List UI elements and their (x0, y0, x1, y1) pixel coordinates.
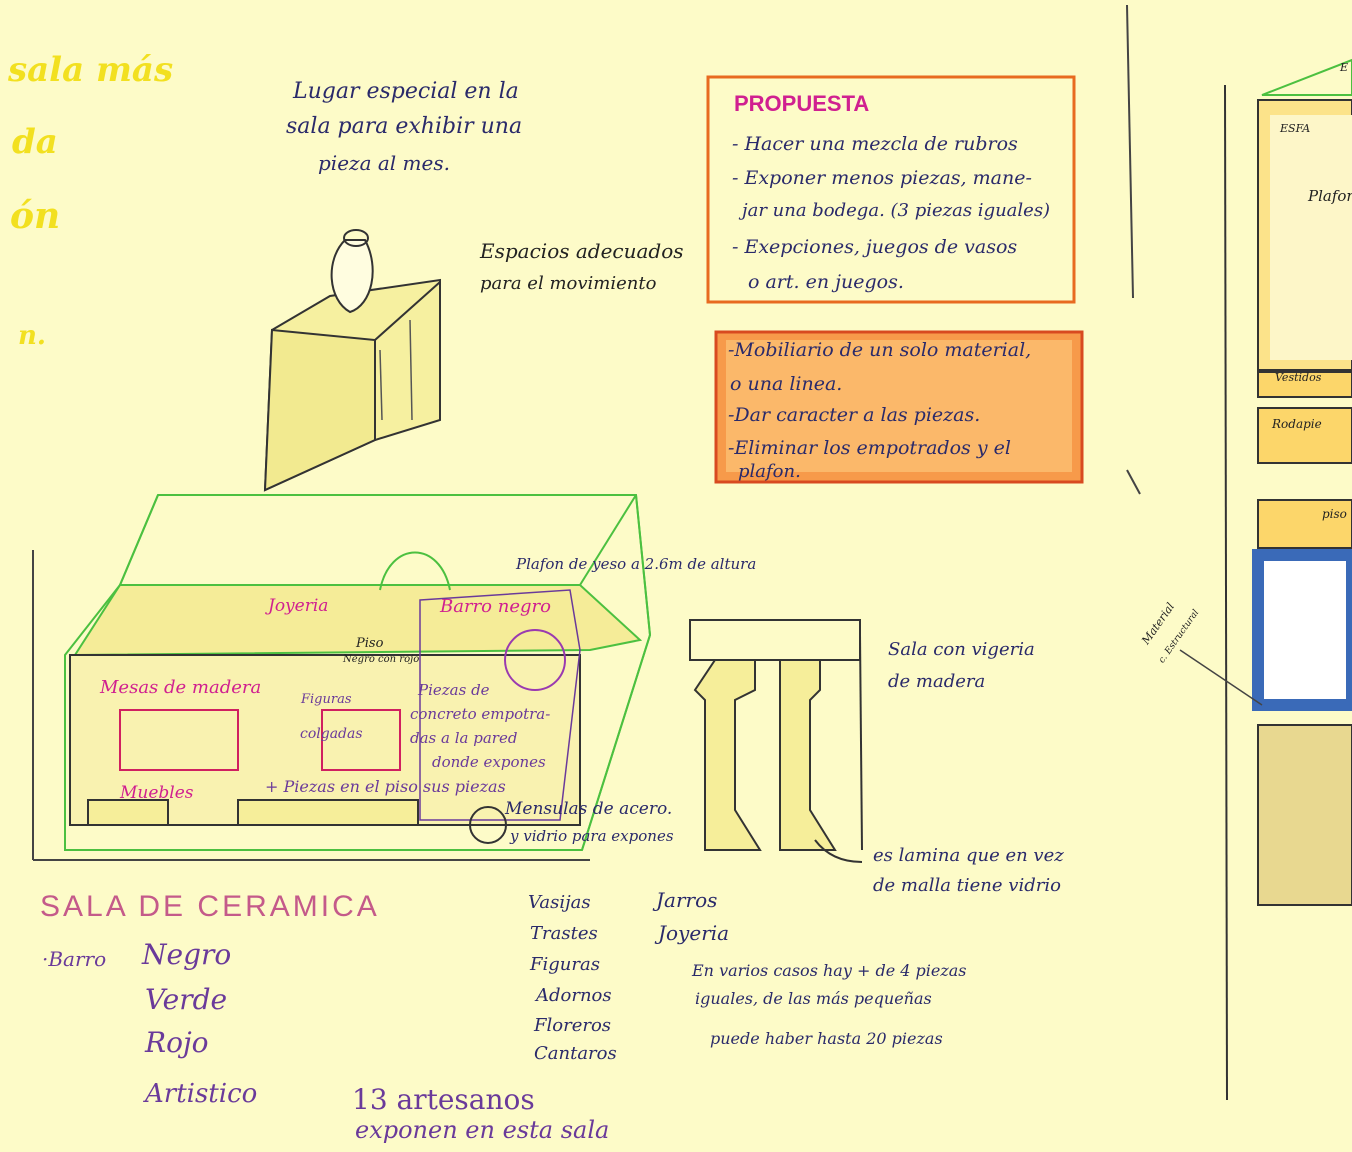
label-barro-negro: Barro negro (440, 596, 551, 617)
right-label-rodapie: Rodapie (1272, 417, 1322, 431)
barro-artistico: Artistico (145, 1079, 258, 1109)
propuesta-line-1: - Hacer una mezcla de rubros (732, 133, 1018, 155)
artesanos-1: 13 artesanos (352, 1083, 535, 1116)
mobiliario-line-3: -Dar caracter a las piezas. (728, 404, 981, 426)
label-piso-sub: Negro con rojo (343, 654, 420, 665)
propuesta-line-2: - Exponer menos piezas, mane- (732, 167, 1032, 189)
barro-verde: Verde (145, 983, 228, 1016)
mobiliario-line-5: plafon. (738, 461, 801, 482)
page-divider (1126, 4, 1134, 299)
note-spaces-line-2: para el movimiento (480, 273, 657, 294)
col2-item-1: Jarros (656, 888, 718, 912)
mobiliario-line-4: -Eliminar los empotrados y el (728, 437, 1011, 459)
artesanos-2: exponen en esta sala (355, 1116, 610, 1144)
right-label-plafon: Plafon (1308, 187, 1352, 205)
col1-item-1: Vasijas (528, 892, 591, 913)
pedestal-sketch (263, 229, 441, 492)
right-label-esfa: ESFA (1280, 122, 1311, 135)
label-mensulas-1: Mensulas de acero. (505, 799, 673, 819)
piezas-note-2: iguales, de las más pequeñas (695, 989, 932, 1008)
right-label-vestidos: Vestidos (1275, 371, 1322, 384)
label-mesas: Mesas de madera (100, 677, 262, 698)
col1-item-5: Floreros (534, 1015, 612, 1036)
right-label-e: E (1340, 61, 1349, 74)
sala-note-2: de madera (888, 671, 986, 692)
margin-text-3: ón (10, 195, 61, 237)
note-spaces-line-1: Espacios adecuados (480, 239, 684, 263)
barro-negro: Negro (142, 938, 232, 971)
label-piso: Piso (356, 636, 384, 651)
col2-item-2: Joyeria (658, 921, 730, 945)
right-label-piso: piso (1322, 507, 1347, 521)
col1-item-2: Trastes (530, 923, 598, 944)
margin-text-2: da (12, 122, 58, 162)
section-sketch (689, 619, 863, 863)
col1-item-6: Cantaros (534, 1043, 617, 1064)
label-plafon: Plafon de yeso a 2.6m de altura (516, 555, 757, 573)
sala-title: SALA DE CERAMICA (40, 890, 380, 923)
label-piezas-1: Piezas de (418, 681, 490, 699)
lamina-note-1: es lamina que en vez (873, 845, 1064, 866)
label-piezas-4: donde expones (432, 753, 546, 771)
propuesta-box (706, 75, 1076, 304)
label-piezas-2: concreto empotra- (410, 705, 551, 723)
margin-text-4: n. (18, 321, 46, 351)
note-top-line-3: pieza al mes. (318, 151, 450, 175)
propuesta-title: PROPUESTA (734, 91, 870, 116)
label-muebles: Muebles (120, 783, 194, 803)
piezas-note-1: En varios casos hay + de 4 piezas (692, 961, 967, 980)
margin-text-1: sala más (8, 50, 174, 90)
note-top-line-1: Lugar especial en la (293, 79, 519, 104)
label-figuras: Figuras (301, 692, 352, 707)
room-perspective-sketch (32, 494, 652, 861)
sala-note-1: Sala con vigeria (888, 639, 1035, 660)
note-top-line-2: sala para exhibir una (286, 114, 523, 139)
label-joyeria: Joyeria (268, 596, 329, 616)
lamina-note-2: de malla tiene vidrio (873, 875, 1061, 896)
right-section-sketch (1179, 58, 1352, 1101)
col1-item-4: Adornos (536, 985, 612, 1006)
label-colgadas: colgadas (300, 726, 363, 742)
label-piezas-3: das a la pared (410, 729, 518, 747)
mobiliario-line-2: o una linea. (730, 373, 843, 395)
barro-prefix: ·Barro (42, 947, 107, 971)
mobiliario-line-1: -Mobiliario de un solo material, (728, 339, 1032, 361)
label-mensulas-2: y vidrio para expones (510, 827, 674, 845)
propuesta-line-3: jar una bodega. (3 piezas iguales) (742, 200, 1051, 221)
piezas-note-3: puede haber hasta 20 piezas (710, 1029, 943, 1048)
col1-item-3: Figuras (530, 954, 600, 975)
barro-rojo: Rojo (145, 1026, 209, 1059)
propuesta-line-5: o art. en juegos. (748, 271, 904, 293)
label-piezas-piso: + Piezas en el piso sus piezas (265, 777, 506, 796)
propuesta-line-4: - Exepciones, juegos de vasos (732, 236, 1018, 258)
